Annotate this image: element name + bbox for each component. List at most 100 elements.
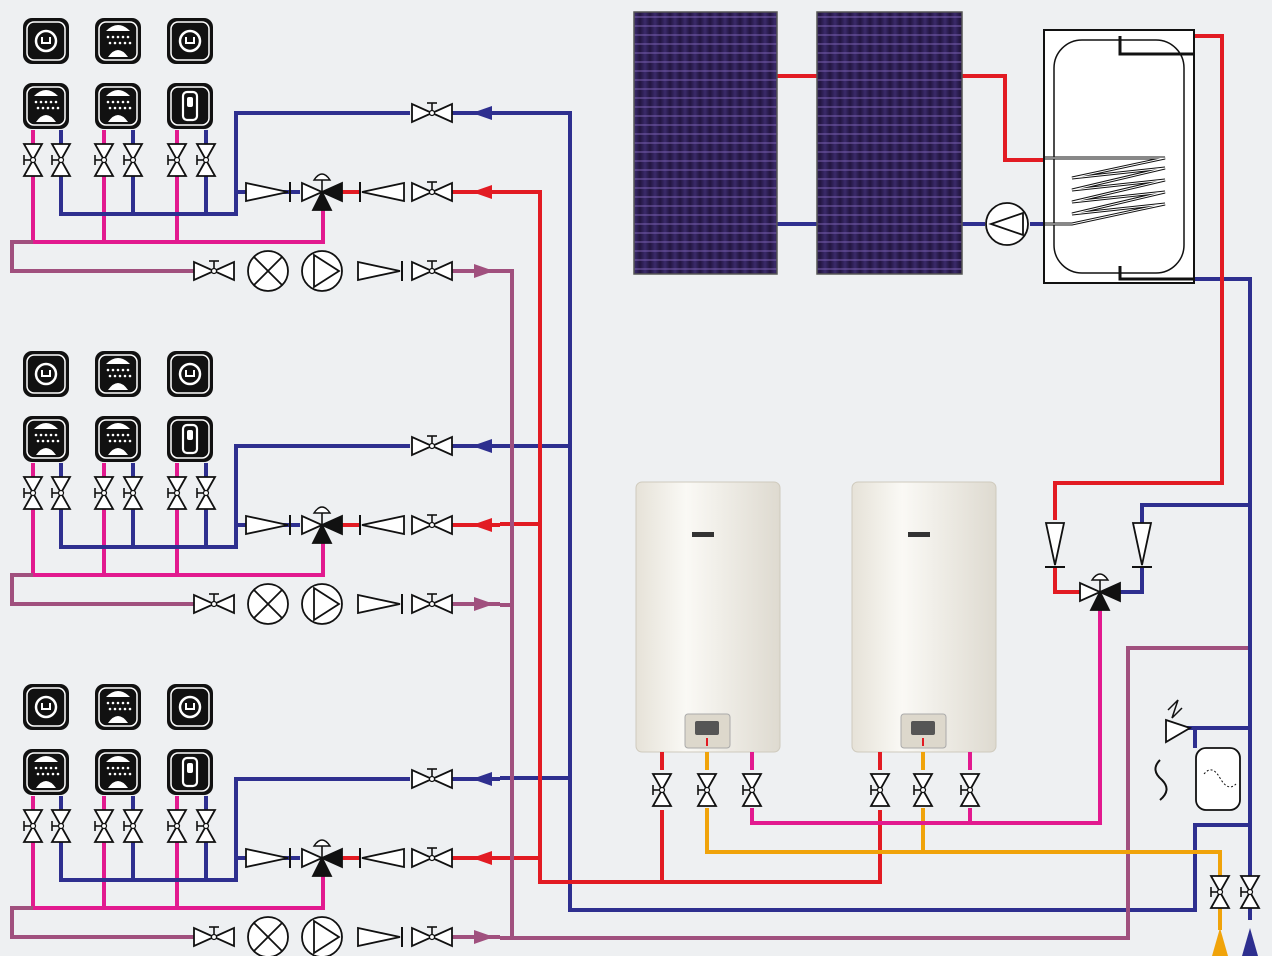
cold-flow-arrow-3 (472, 772, 492, 786)
cold-inlet-arrow (1242, 928, 1258, 956)
solar-collector-1 (633, 11, 778, 275)
hot-check-valve-main (1044, 522, 1066, 568)
circulation-check-valve-1 (357, 260, 403, 282)
solar-pump (985, 202, 1029, 246)
water-heater-1 (635, 481, 781, 753)
safety-valve (1154, 699, 1195, 801)
circulation-shutoff-valve-a-1 (193, 260, 235, 282)
fixture-valve-cold-1-3 (195, 143, 217, 177)
circulation-check-valve-2 (357, 593, 403, 615)
shower-icon (23, 749, 69, 795)
central-mixing-valve (1079, 573, 1121, 611)
cold-shutoff-valve-2 (411, 435, 453, 457)
fixture-valve-mixed-1-2 (93, 143, 115, 177)
tap-icon (167, 684, 213, 730)
shower-icon (23, 416, 69, 462)
risers (500, 34, 1252, 940)
circulation-pump-2 (301, 583, 343, 625)
circulation-meter-3 (247, 916, 289, 956)
tap-icon (167, 18, 213, 64)
fixture-valve-mixed-2-2 (93, 476, 115, 510)
fixture-valve-mixed-2-1 (22, 476, 44, 510)
circulation-pump-3 (301, 916, 343, 956)
circulation-meter-2 (247, 583, 289, 625)
shower-icon (95, 749, 141, 795)
heater-valve-5 (912, 773, 934, 807)
symbols (22, 102, 1261, 956)
circulation-pump-1 (301, 250, 343, 292)
hot-check-valve-2 (359, 514, 405, 536)
circulation-flow-arrow-2 (474, 597, 494, 611)
tap-icon (23, 351, 69, 397)
hot-shutoff-valve-1 (411, 181, 453, 203)
hot-flow-arrow-1 (472, 185, 492, 199)
fixture-valve-cold-3-1 (50, 809, 72, 843)
tap-icon (23, 684, 69, 730)
cold-check-valve-main (1131, 522, 1153, 568)
hot-check-valve-1 (359, 181, 405, 203)
circulation-shutoff-valve-a-2 (193, 593, 235, 615)
circulation-flow-arrow-1 (474, 264, 494, 278)
shower-icon (95, 351, 141, 397)
cold-inlet-valve (1239, 875, 1261, 909)
fixture-valve-mixed-3-3 (166, 809, 188, 843)
hot-shutoff-valve-2 (411, 514, 453, 536)
cold-check-valve-3 (245, 847, 291, 869)
fixture-valve-cold-1-1 (50, 143, 72, 177)
fixture-valve-cold-3-2 (122, 809, 144, 843)
solar-collector-2 (816, 11, 963, 275)
storage-tank (1043, 29, 1195, 284)
circulation-shutoff-valve-b-1 (411, 260, 453, 282)
shower-icon (95, 83, 141, 129)
shower-icon (95, 18, 141, 64)
shower-icon (95, 684, 141, 730)
fixture-valve-cold-2-1 (50, 476, 72, 510)
bathtub-icon (167, 83, 213, 129)
circulation-meter-1 (247, 250, 289, 292)
water-heater-2 (851, 481, 997, 753)
shower-icon (23, 83, 69, 129)
cold-shutoff-valve-1 (411, 102, 453, 124)
heater-valve-4 (869, 773, 891, 807)
cold-check-valve-1 (245, 181, 291, 203)
solar-loop (775, 74, 1045, 226)
circulation-flow-arrow-3 (474, 930, 494, 944)
floors (10, 18, 500, 939)
thermostatic-mixing-valve-3 (301, 839, 343, 877)
hot-flow-arrow-3 (472, 851, 492, 865)
fixture-valve-mixed-3-2 (93, 809, 115, 843)
gas-inlet-arrow (1212, 928, 1228, 956)
cold-shutoff-valve-3 (411, 768, 453, 790)
thermostatic-mixing-valve-2 (301, 506, 343, 544)
cold-flow-arrow-1 (472, 106, 492, 120)
fixture-valve-mixed-1-1 (22, 143, 44, 177)
thermostatic-mixing-valve-1 (301, 173, 343, 211)
bathtub-icon (167, 416, 213, 462)
cold-check-valve-2 (245, 514, 291, 536)
fixture-valve-mixed-1-3 (166, 143, 188, 177)
fixture-valve-cold-3-3 (195, 809, 217, 843)
circulation-check-valve-3 (357, 926, 403, 948)
circulation-shutoff-valve-b-2 (411, 593, 453, 615)
tap-icon (167, 351, 213, 397)
circulation-shutoff-valve-b-3 (411, 926, 453, 948)
expansion-vessel (1195, 747, 1241, 811)
hot-shutoff-valve-3 (411, 847, 453, 869)
fixture-valve-cold-2-2 (122, 476, 144, 510)
shower-icon (95, 416, 141, 462)
cold-flow-arrow-2 (472, 439, 492, 453)
hot-check-valve-3 (359, 847, 405, 869)
fixture-valve-mixed-3-1 (22, 809, 44, 843)
gas-inlet-valve (1209, 875, 1231, 909)
hot-flow-arrow-2 (472, 518, 492, 532)
fixture-valve-cold-1-2 (122, 143, 144, 177)
tap-icon (23, 18, 69, 64)
fixture-valve-mixed-2-3 (166, 476, 188, 510)
heater-valve-3 (741, 773, 763, 807)
heater-valve-6 (959, 773, 981, 807)
bathtub-icon (167, 749, 213, 795)
fixture-valve-cold-2-3 (195, 476, 217, 510)
heater-valve-2 (696, 773, 718, 807)
heater-valve-1 (651, 773, 673, 807)
